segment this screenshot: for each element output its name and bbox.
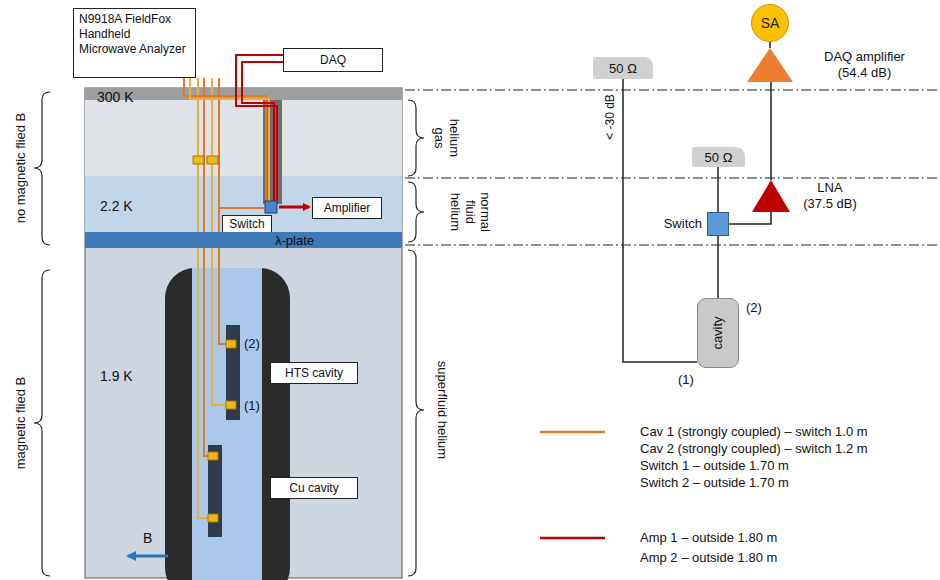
- normal-helium-region: [85, 176, 402, 232]
- port-connector: [208, 514, 218, 522]
- node-text: DAQ amplifier (54.4 dB): [817, 49, 912, 81]
- hts-cavity-label: HTS cavity: [270, 362, 358, 384]
- node-text: Amplifier: [324, 201, 371, 215]
- level-lines: [405, 90, 940, 245]
- hts-cavity-body: [226, 325, 240, 420]
- edge-label: < -30 dB: [603, 92, 617, 142]
- cables: [184, 55, 283, 518]
- switch-label-box: Switch: [222, 215, 272, 233]
- region-label: superfluid helium: [435, 361, 450, 459]
- signal-wire: [769, 42, 771, 48]
- text-label: (1): [678, 372, 694, 387]
- port-connector: [208, 452, 218, 460]
- signal-wire: [717, 167, 719, 212]
- amplifier-arrow: [279, 206, 309, 209]
- daq-box: DAQ: [283, 48, 383, 72]
- legend-text: Cav 1 (strongly coupled) – switch 1.0 m: [640, 424, 868, 440]
- text-label: 1.9 K: [100, 368, 133, 385]
- legend-text: Cav 2 (strongly coupled) – switch 1.2 m: [640, 441, 868, 457]
- termination-box: 50 Ω: [593, 57, 653, 79]
- lna-triangle: LNA (37.5 dB): [752, 180, 790, 212]
- gas-region: [85, 100, 402, 176]
- text-label: (2): [244, 336, 260, 351]
- text-label: B: [143, 530, 152, 547]
- triangle-shape: [747, 48, 793, 82]
- node-text: HTS cavity: [285, 366, 343, 380]
- field-arrow: [128, 555, 168, 558]
- node-text: Switch: [229, 217, 264, 231]
- triangle-shape: [752, 180, 790, 212]
- analyzer-box: N9918A FieldFox Handheld Microwave Analy…: [73, 8, 196, 78]
- lambda-plate-band: λ-plate: [85, 232, 402, 248]
- bore-channel: [192, 268, 262, 580]
- port-connector: [226, 401, 236, 409]
- node-text: SA: [761, 15, 780, 31]
- node-text: 50 Ω: [705, 150, 733, 165]
- switch-symbol: Switch: [707, 212, 729, 236]
- amplifier-triangle: [747, 48, 793, 82]
- port-connector: [226, 340, 236, 348]
- text-label: (2): [746, 300, 762, 315]
- node-text: Switch: [664, 216, 702, 232]
- amplifier-box: Amplifier: [312, 197, 382, 219]
- signal-wire: [770, 82, 772, 180]
- node-text: N9918A FieldFox Handheld Microwave Analy…: [79, 12, 190, 57]
- cu-cavity-label: Cu cavity: [270, 477, 358, 499]
- termination-box: 50 Ω: [692, 147, 745, 167]
- region-label: magnetic flied B: [13, 377, 28, 470]
- spectrum-analyzer-circle: SA: [751, 4, 789, 42]
- switch-square: [265, 201, 277, 213]
- node-text: λ-plate: [275, 233, 314, 248]
- node-text: LNA (37.5 dB): [802, 180, 858, 212]
- signal-wire: [717, 236, 719, 298]
- legend-line-sample: [540, 431, 605, 434]
- brackets: [34, 92, 424, 576]
- daq-amplifier-triangle: DAQ amplifier (54.4 dB): [747, 48, 793, 82]
- node-text: DAQ: [320, 53, 346, 67]
- cu-cavity-body: [208, 445, 222, 537]
- node-text: 50 Ω: [609, 61, 637, 76]
- node-text: cavity: [710, 316, 726, 349]
- node-text: Cu cavity: [289, 481, 338, 495]
- legend-text: Switch 1 – outside 1.70 m: [640, 458, 789, 474]
- text-label: 300 K: [97, 89, 134, 106]
- region-label: helium gas: [432, 115, 462, 161]
- legend-text: Amp 1 – outside 1.80 m: [640, 530, 777, 546]
- region-label: normal fluid helium: [448, 190, 493, 234]
- magnet-bore: [165, 268, 290, 580]
- legend-text: Switch 2 – outside 1.70 m: [640, 475, 789, 491]
- cavity-box: cavity: [697, 298, 739, 368]
- cable-connector: [193, 156, 204, 164]
- legend-text: Amp 2 – outside 1.80 m: [640, 550, 777, 566]
- cable-connector: [207, 156, 218, 164]
- amplifier-triangle: [752, 180, 790, 212]
- legend-line-sample: [540, 537, 605, 540]
- region-label: no magnetic flied B: [13, 113, 28, 224]
- text-label: (1): [244, 398, 260, 413]
- signal-wire: [729, 212, 771, 224]
- text-label: 2.2 K: [100, 198, 133, 215]
